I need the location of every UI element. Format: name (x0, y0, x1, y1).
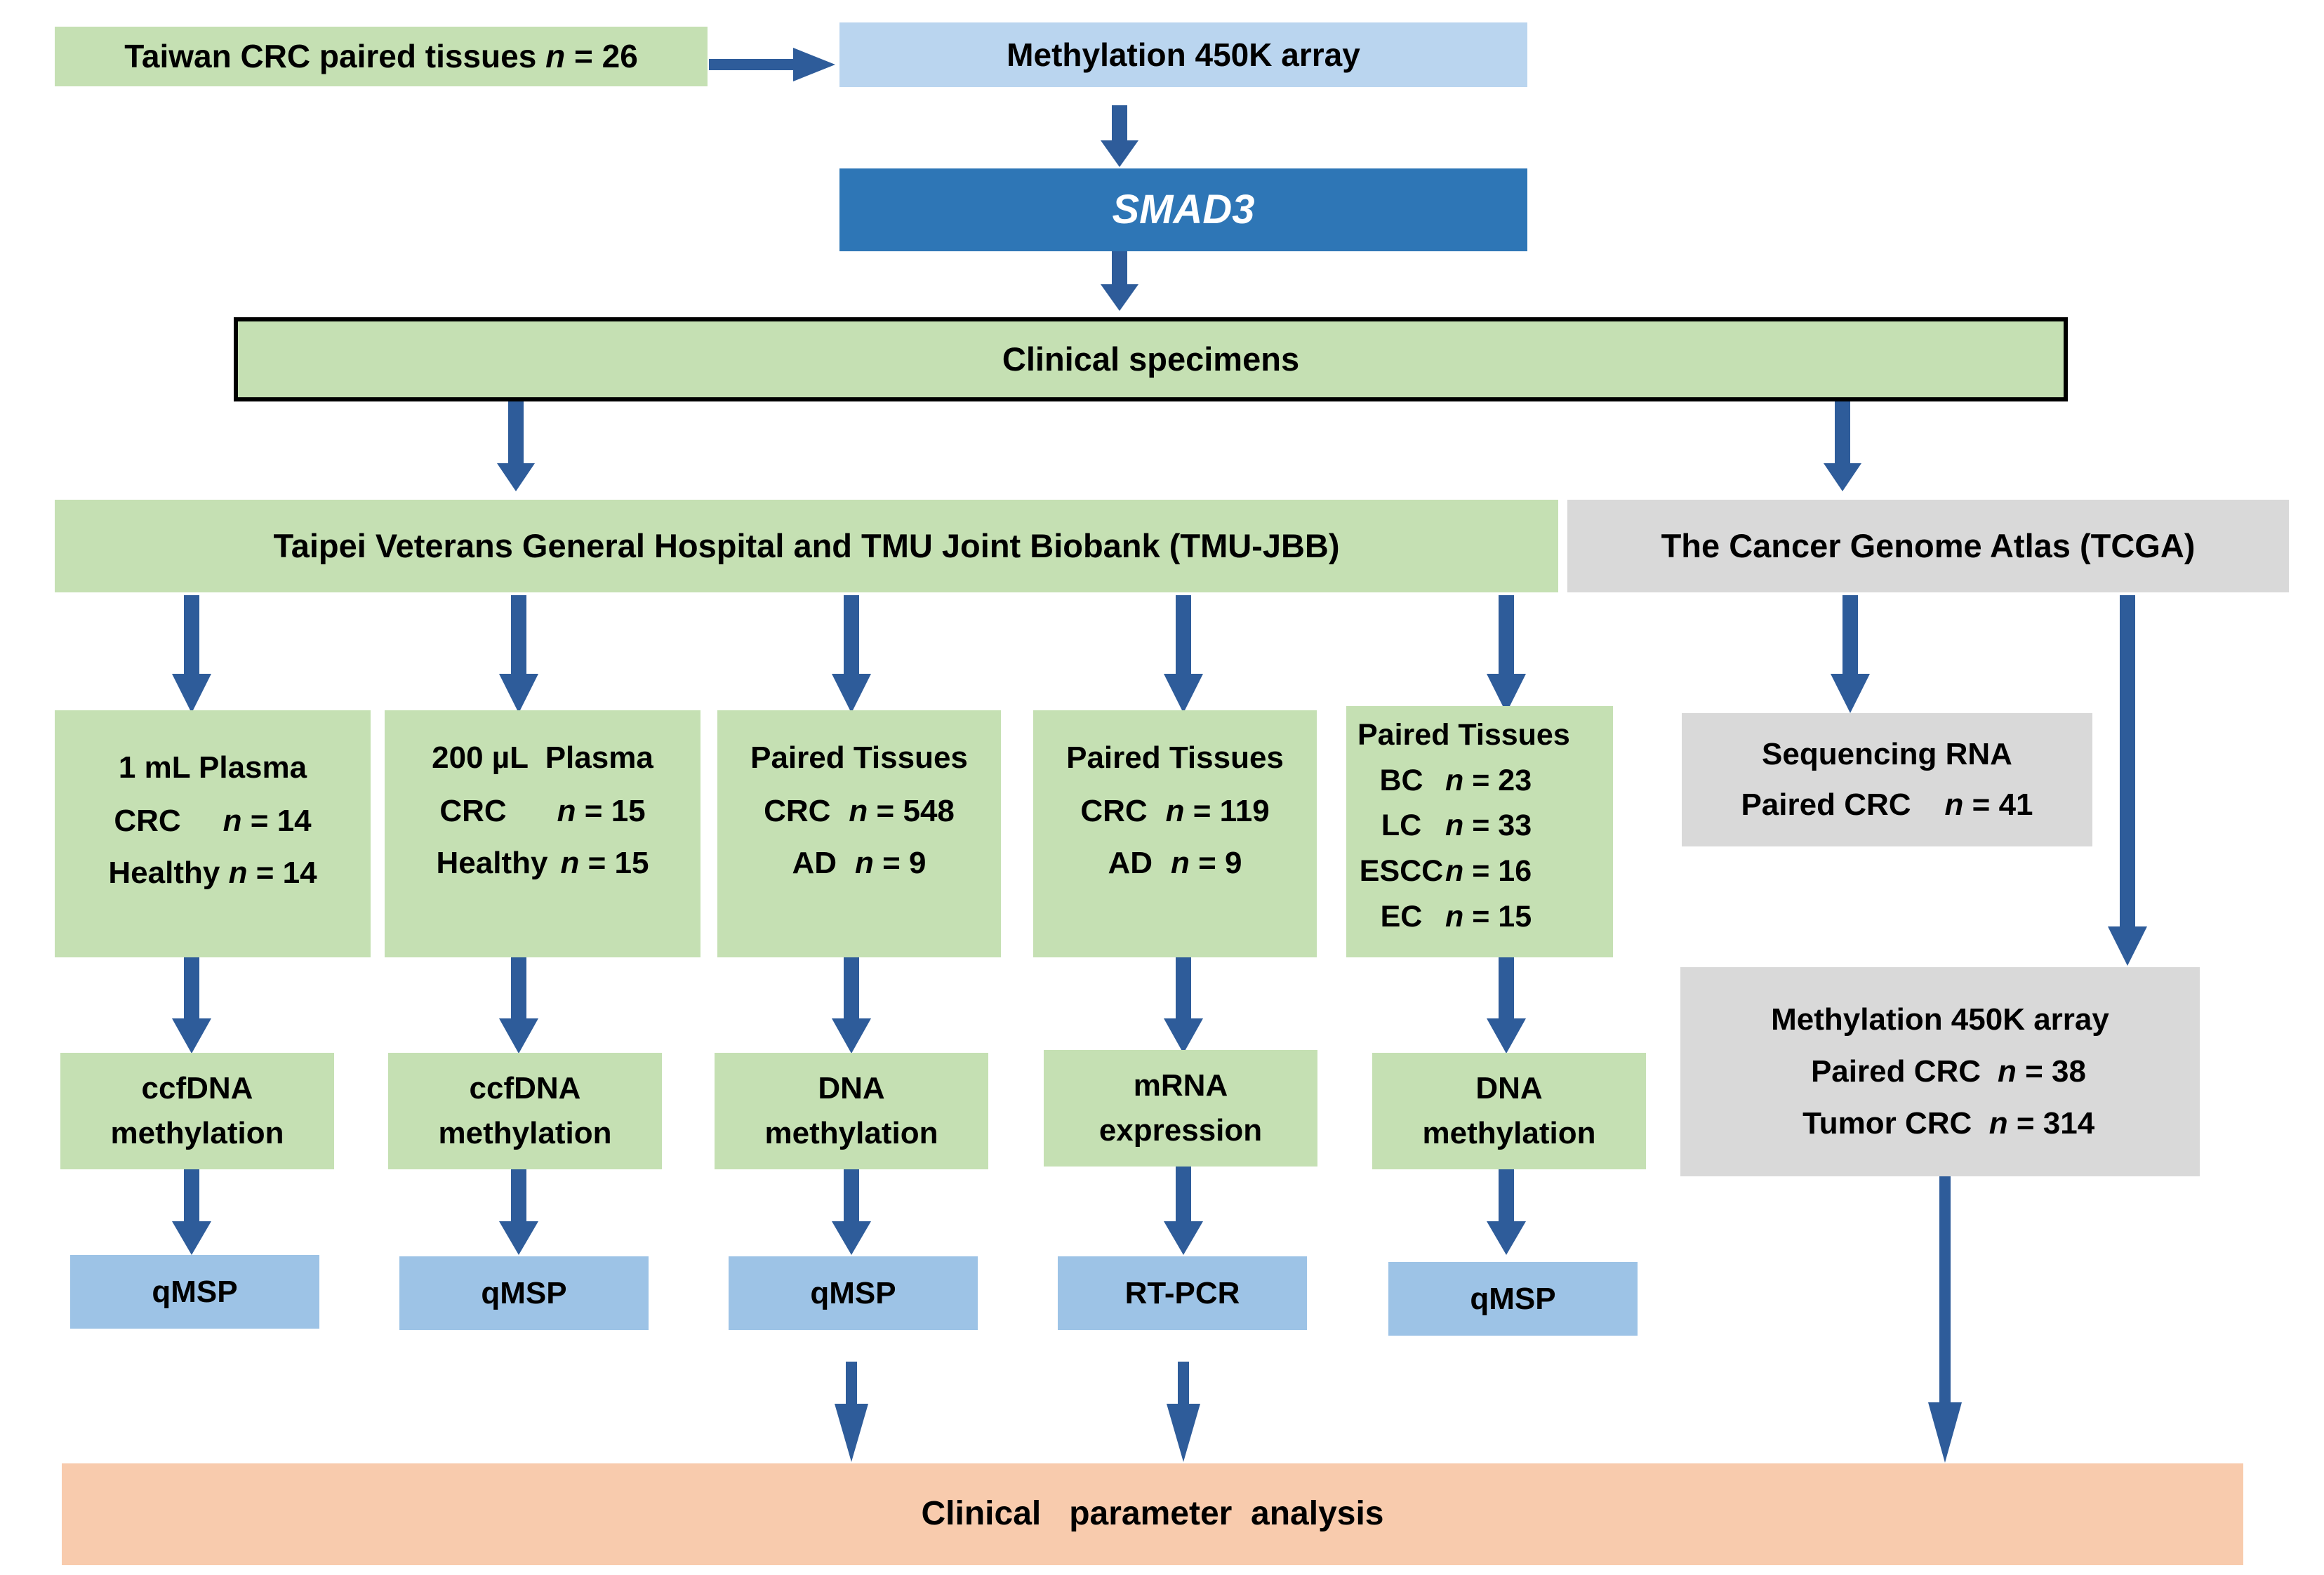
sample-title: Paired Tissues (750, 740, 968, 775)
assay-line-1: DNA (818, 1071, 885, 1106)
arrow-tmujbb-to-tissues548 (826, 595, 877, 715)
sample-title: Paired Tissues (1066, 740, 1284, 775)
arrow-plasma2-to-ccfdna2 (493, 957, 544, 1055)
arrow-specimens-to-tcga (1818, 401, 1867, 493)
arrow-tcga-to-sequencing (1825, 595, 1875, 715)
node-taiwan-crc-paired-tissues[interactable]: Taiwan CRC paired tissues n = 26 (55, 27, 708, 86)
node-assay-dna-methylation-1[interactable]: DNA methylation (715, 1053, 988, 1169)
node-method-rt-pcr[interactable]: RT-PCR (1058, 1256, 1307, 1330)
arrow-tcga-to-methylation450k (2102, 595, 2153, 967)
arrow-tissues548-to-dnameth1 (826, 957, 877, 1055)
sample-row: Healthy n = 14 (108, 855, 317, 890)
assay-line-2: expression (1098, 1113, 1263, 1148)
arrow-ccfdna2-to-qmsp2 (493, 1165, 544, 1256)
node-smad3[interactable]: SMAD3 (839, 168, 1527, 251)
node-tmu-jbb[interactable]: Taipei Veterans General Hospital and TMU… (55, 500, 1558, 592)
arrow-dnameth1-to-qmsp3 (826, 1165, 877, 1256)
arrow-taiwan-to-array (709, 44, 842, 86)
node-method-qmsp-3[interactable]: qMSP (729, 1256, 978, 1330)
assay-line-2: methylation (764, 1116, 938, 1150)
assay-line-2: methylation (110, 1116, 284, 1150)
sample-title: Paired Tissues (1357, 718, 1570, 752)
arrow-tmujbb-to-multicancer (1481, 595, 1532, 715)
arrow-rtpcr-to-bottom (1158, 1362, 1209, 1463)
tcga-title: Methylation 450K array (1771, 1002, 2109, 1037)
arrow-ccfdna1-to-qmsp1 (166, 1165, 217, 1256)
node-method-qmsp-4[interactable]: qMSP (1388, 1262, 1638, 1336)
method-label: qMSP (810, 1275, 896, 1310)
method-label: RT-PCR (1124, 1275, 1240, 1310)
arrow-tcgameth-to-bottom (1920, 1176, 1970, 1464)
node-method-qmsp-2[interactable]: qMSP (399, 1256, 649, 1330)
tcga-title: Sequencing RNA (1762, 737, 2012, 772)
node-taiwan-label: Taiwan CRC paired tissues n = 26 (124, 38, 638, 75)
sample-title: 1 mL Plasma (118, 750, 307, 785)
node-assay-ccfdna-methylation-1[interactable]: ccfDNA methylation (60, 1053, 334, 1169)
arrow-smad3-to-specimens (1095, 249, 1144, 312)
sample-title: 200 µL Plasma (432, 740, 653, 775)
node-tcga[interactable]: The Cancer Genome Atlas (TCGA) (1567, 500, 2289, 592)
assay-line-2: methylation (438, 1116, 612, 1150)
node-assay-dna-methylation-2[interactable]: DNA methylation (1372, 1053, 1646, 1169)
arrow-dnameth2-to-qmsp4 (1481, 1165, 1532, 1256)
node-clinical-specimens-label: Clinical specimens (1002, 340, 1300, 378)
node-assay-mrna-expression[interactable]: mRNA expression (1044, 1050, 1317, 1167)
bottom-bar-label: Clinical parameter analysis (921, 1495, 1384, 1533)
arrow-plasma1-to-ccfdna1 (166, 957, 217, 1055)
node-methylation-450k-array-top[interactable]: Methylation 450K array (839, 22, 1527, 87)
method-label: qMSP (1470, 1281, 1556, 1316)
node-method-qmsp-1[interactable]: qMSP (70, 1255, 319, 1329)
node-tcga-label: The Cancer Genome Atlas (TCGA) (1661, 527, 2196, 565)
arrow-tmujbb-to-plasma1 (166, 595, 217, 715)
arrow-tmujbb-to-plasma2 (493, 595, 544, 715)
node-smad3-label: SMAD3 (1112, 186, 1255, 232)
arrow-mrna-to-rtpcr (1158, 1165, 1209, 1256)
node-assay-ccfdna-methylation-2[interactable]: ccfDNA methylation (388, 1053, 662, 1169)
node-clinical-specimens[interactable]: Clinical specimens (234, 317, 2068, 401)
assay-line-1: ccfDNA (469, 1071, 581, 1106)
assay-line-2: methylation (1422, 1116, 1596, 1150)
assay-line-1: DNA (1475, 1071, 1543, 1106)
arrow-multicancer-to-dnameth2 (1481, 957, 1532, 1055)
method-label: qMSP (481, 1275, 567, 1310)
assay-line-1: mRNA (1133, 1068, 1228, 1103)
arrow-array-to-smad3 (1095, 105, 1144, 168)
node-tmu-jbb-label: Taipei Veterans General Hospital and TMU… (273, 527, 1340, 565)
sample-row: ESCCn = 16 (1359, 854, 1532, 889)
method-label: qMSP (152, 1274, 238, 1309)
assay-line-1: ccfDNA (141, 1071, 253, 1106)
node-clinical-parameter-analysis[interactable]: Clinical parameter analysis (62, 1463, 2243, 1565)
arrow-tmujbb-to-tissues119 (1158, 595, 1209, 715)
arrow-tissues119-to-mrna (1158, 957, 1209, 1055)
arrow-qmsp3-to-bottom (826, 1362, 877, 1463)
node-methylation-array-label: Methylation 450K array (1007, 36, 1360, 73)
arrow-specimens-to-tmujbb (491, 401, 540, 493)
